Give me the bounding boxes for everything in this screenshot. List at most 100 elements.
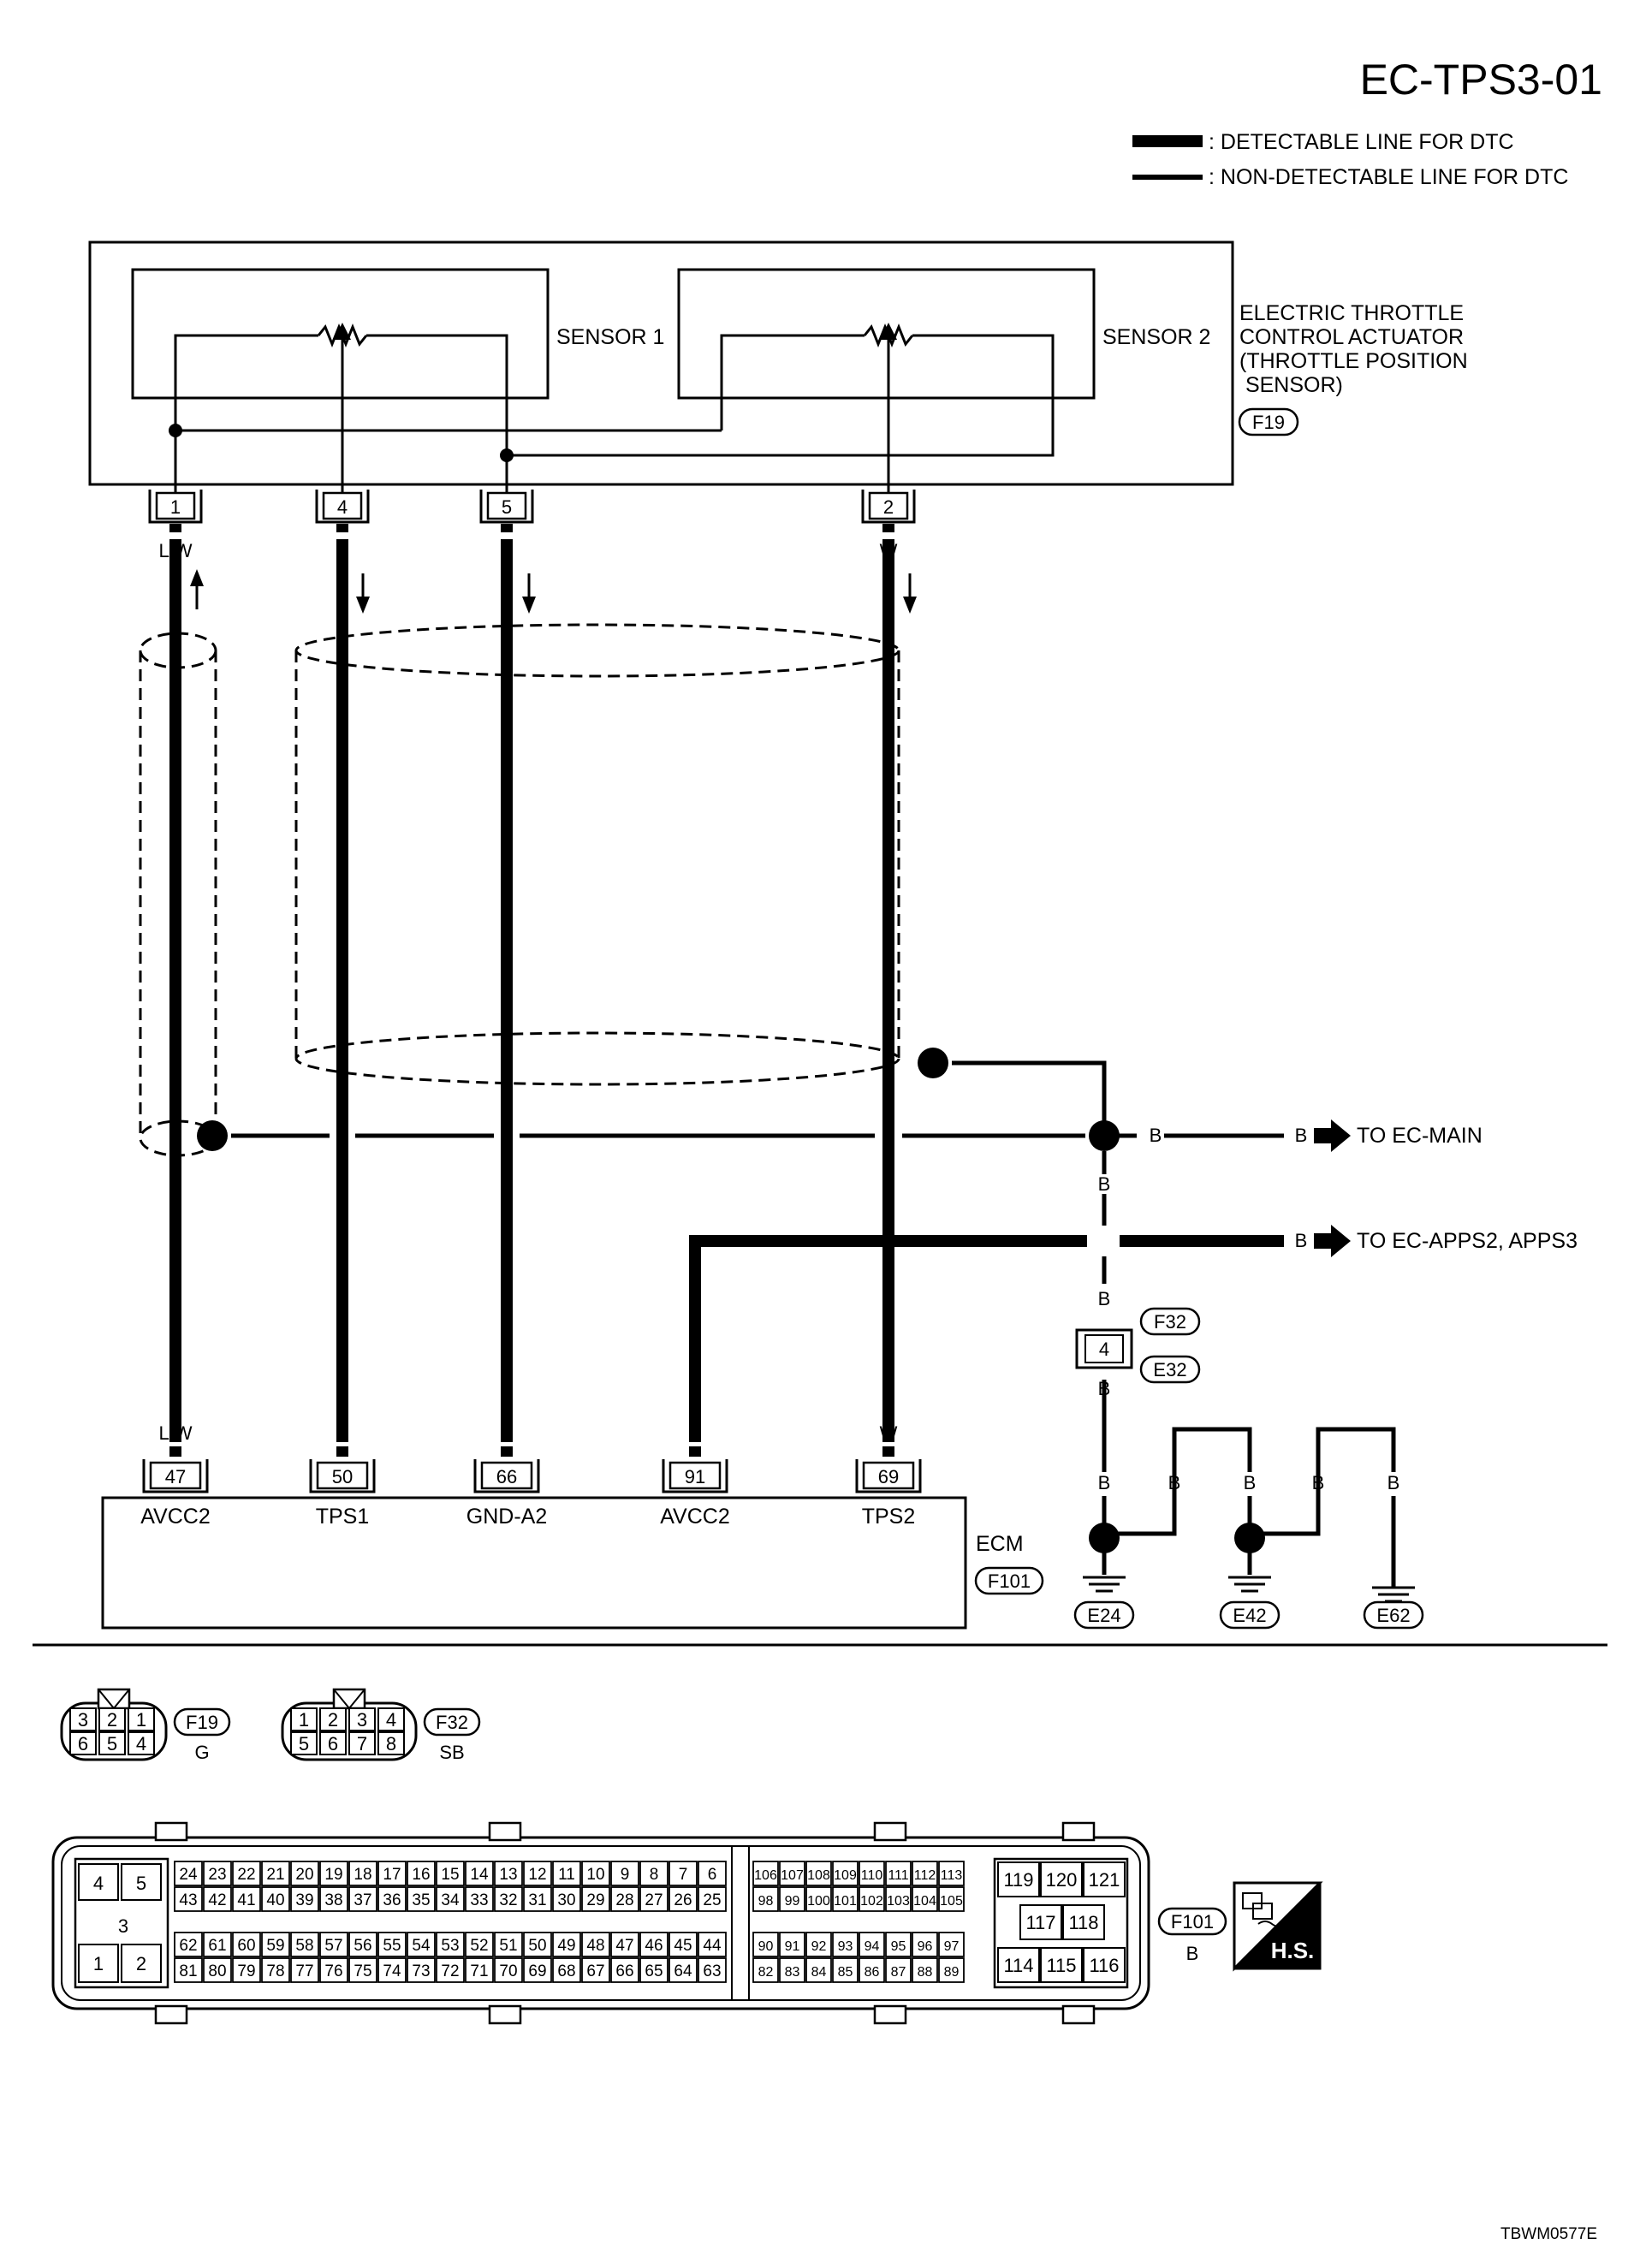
connector-color: G [194,1742,209,1763]
cavity-number: 68 [557,1962,575,1980]
cavity [805,1861,832,1886]
cavity [885,1957,912,1983]
cavity-number: 39 [295,1891,313,1909]
power-cavity [121,1944,162,1983]
sensor1-label: SENSOR 1 [556,325,664,349]
ecm-terminal-name: AVCC2 [140,1505,211,1529]
cavity [832,1886,859,1912]
cavity-number: 83 [785,1965,800,1980]
cavity-number: 51 [499,1937,517,1955]
cavity [610,1886,639,1912]
cavity [203,1932,232,1957]
cavity-number: 49 [557,1937,575,1955]
legend-non-detectable: : NON-DETECTABLE LINE FOR DTC [1209,165,1568,189]
sensor-internal-wiring [174,323,1055,499]
joint-upper-id: F32 [1154,1311,1186,1333]
cavity-number: 111 [888,1868,908,1883]
cavity-number: 66 [615,1962,633,1980]
cavity [639,1932,668,1957]
cavity-number: 4 [93,1873,104,1894]
connector-id: F32 [436,1712,468,1733]
wire-color-label: B [336,540,349,561]
cavity [348,1932,377,1957]
output-apps-label: TO EC-APPS2, APPS3 [1357,1229,1578,1253]
wire-color-label: W [880,1422,898,1444]
cavity-number: 6 [78,1733,88,1754]
ecm-pin-number: 66 [496,1466,517,1487]
cavity-number: 6 [708,1866,717,1884]
cavity [174,1957,203,1983]
junction-dots [197,1048,1265,1553]
wire-color-label: B [336,1422,349,1444]
cavity [581,1861,610,1886]
cavity [639,1957,668,1983]
legend-detectable: : DETECTABLE LINE FOR DTC [1209,130,1514,154]
wire-stub [336,1446,348,1457]
cavity [1040,1861,1083,1897]
actuator-pin-number: 4 [337,496,348,518]
ecm-pin-number: 50 [332,1466,353,1487]
cavity-number: 36 [383,1891,401,1909]
cavity-number: 67 [586,1962,604,1980]
pin-box [155,491,196,520]
cavity [203,1861,232,1886]
cavity-number: 87 [891,1965,906,1980]
cavity-number: 9 [621,1866,630,1884]
ecm-connector-inner [61,1845,1141,2001]
shield-ground-wiring [231,1060,1396,1588]
cavity [348,1861,377,1886]
cavity [407,1861,436,1886]
cavity [668,1957,698,1983]
cavity [698,1886,727,1912]
cavity-number: 70 [499,1962,517,1980]
cavity-number: 112 [914,1868,936,1883]
legend: : DETECTABLE LINE FOR DTC : NON-DETECTAB… [1132,130,1568,189]
cavity-number: 113 [941,1868,963,1883]
cavity-number: 84 [811,1965,827,1980]
cavity [436,1932,465,1957]
cavity [859,1957,885,1983]
cavity-number: 46 [645,1937,663,1955]
connector-cavity [290,1731,318,1755]
cavity [261,1886,290,1912]
connector-cavity [319,1731,347,1755]
cavity [610,1932,639,1957]
wire-color-label: B [1244,1472,1257,1493]
cavity [1062,1904,1105,1940]
cavity-number: 32 [499,1891,517,1909]
cavity [465,1957,494,1983]
cavity-number: 1 [299,1709,309,1731]
cavity-number: 6 [328,1733,338,1754]
cavity-number: 33 [470,1891,488,1909]
cavity-number: 115 [1046,1955,1076,1976]
connector-tab [154,2004,188,2025]
actuator-pin-number: 5 [502,496,512,518]
cavity [232,1861,261,1886]
cavity-number: 58 [295,1937,313,1955]
cavity [859,1932,885,1957]
cavity-number: 8 [650,1866,659,1884]
cavity [752,1957,779,1983]
wire-stub [882,1446,894,1457]
connector-cavity [377,1707,405,1731]
cavity [832,1957,859,1983]
output-main-label: TO EC-MAIN [1357,1124,1483,1148]
cavity-number: 79 [237,1962,255,1980]
cavity [494,1957,523,1983]
actuator-name-1: ELECTRIC THROTTLE [1239,301,1464,325]
pin-housing [309,1459,376,1493]
ground-wire-labels: B B B B B B B B B [1098,1125,1400,1493]
cavity [290,1932,319,1957]
connector-tab [1061,2004,1096,2025]
connector-cavity [69,1707,97,1731]
cavity [436,1957,465,1983]
cavity [552,1932,581,1957]
cavity-number: 104 [913,1894,936,1909]
cavity-number: 12 [528,1866,546,1884]
ecm-pin-number: 47 [165,1466,186,1487]
wire-color-label: B [1150,1125,1162,1146]
cavity [319,1957,348,1983]
cavity-number: 41 [237,1891,255,1909]
